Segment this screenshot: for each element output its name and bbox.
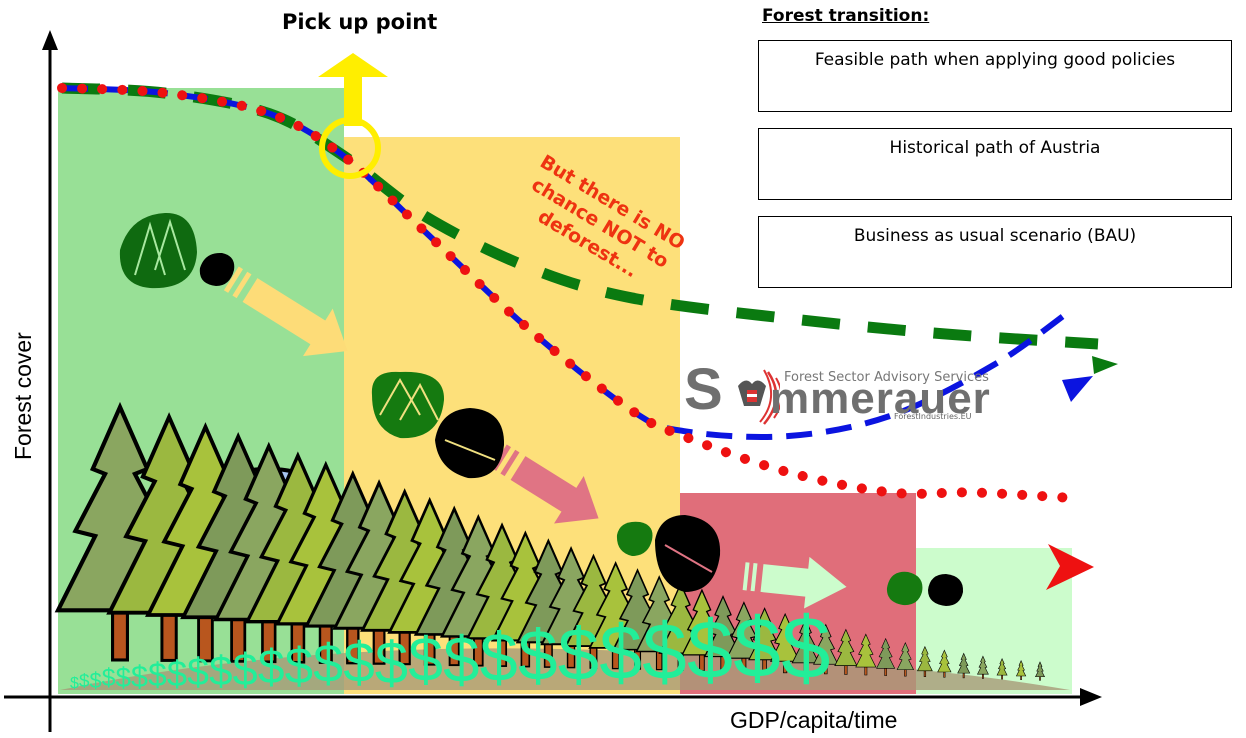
legend-label: Feasible path when applying good policie… — [814, 50, 1176, 70]
tree-icon — [996, 657, 1008, 680]
legend-title: Forest transition: — [762, 6, 930, 26]
forest-icon — [119, 212, 923, 606]
legend-item-austria: Historical path of Austria — [758, 128, 1232, 200]
tree-icon — [957, 652, 971, 679]
dollar-sign: $ — [131, 659, 148, 694]
series-good-policy-arrowhead — [1092, 356, 1118, 374]
logo-tagline: Forest Sector Advisory Services — [784, 370, 989, 385]
x-axis-arrowhead — [1080, 688, 1102, 706]
legend-item-good-policy: Feasible path when applying good policie… — [758, 40, 1232, 112]
legend-item-bau: Business as usual scenario (BAU) — [758, 216, 1232, 288]
tree-icon — [977, 655, 989, 679]
dollar-sign: $ — [517, 616, 558, 696]
x-axis-label: GDP/capita/time — [730, 707, 898, 733]
tree-icon — [681, 588, 723, 672]
tree-icon — [855, 633, 877, 676]
dollar-sign: $ — [115, 662, 131, 694]
logging-icon — [199, 252, 964, 606]
pick-up-point-marker — [318, 53, 388, 179]
legend-label: Business as usual scenario (BAU) — [853, 226, 1137, 246]
dollar-sign: $ — [557, 613, 599, 696]
series-bau-arrowhead — [1046, 544, 1094, 590]
logo-initial: S — [684, 357, 723, 422]
dollar-sign: $ — [101, 665, 116, 693]
logo-name: mmerauer — [770, 374, 991, 423]
dollar-sign: $ — [70, 675, 79, 692]
tree-icon — [748, 607, 782, 673]
dollar-sign: $ — [284, 637, 313, 695]
dollar-sign: $ — [313, 634, 343, 695]
ground-path — [60, 648, 1070, 690]
dollar-sign: $ — [232, 644, 258, 695]
dollar-sign: $ — [781, 597, 831, 697]
dollar-sign: $ — [599, 610, 642, 697]
y-axis-label: Forest cover — [10, 332, 36, 460]
logo-url: ForestIndustries.EU — [894, 412, 972, 421]
arrow-icon — [223, 266, 348, 357]
dollar-sign: $ — [443, 622, 480, 696]
tree-icon — [876, 637, 896, 676]
dollar-sign: $ — [343, 631, 375, 695]
tree-icon — [896, 642, 915, 677]
tree-icon — [703, 594, 743, 672]
dollar-sign: $ — [733, 601, 781, 697]
y-axis-arrowhead — [42, 30, 58, 50]
dollar-sign: $ — [187, 650, 209, 694]
sommerauer-logo: S Forest Sector Advisory Services mmerau… — [684, 357, 990, 428]
dollar-sign: $ — [257, 641, 285, 695]
tree-icon — [937, 649, 952, 678]
series-austria-arrowhead — [1062, 376, 1093, 402]
tree-icon — [1015, 659, 1027, 680]
tree-icon — [813, 623, 839, 675]
forest-trees — [54, 401, 1045, 681]
dollar-sign: $ — [148, 656, 167, 694]
dollar-sign: $ — [374, 628, 408, 696]
tree-icon — [791, 618, 820, 674]
tree-icon — [917, 645, 933, 677]
dollar-sign: $ — [686, 603, 733, 697]
tree-icon — [1035, 661, 1045, 681]
legend-label: Historical path of Austria — [889, 138, 1101, 158]
dollar-sign: $ — [166, 652, 187, 694]
austrian-eagle-icon — [738, 369, 780, 425]
arrow-icon — [742, 556, 847, 609]
dollar-sign: $ — [89, 668, 102, 694]
pick-up-point-label: Pick up point — [282, 10, 438, 34]
tree-icon — [726, 601, 762, 673]
tree-icon — [834, 628, 858, 675]
dollar-sign: $ — [479, 619, 518, 696]
dollar-sign: $ — [209, 646, 233, 694]
tree-icon — [769, 612, 801, 674]
dollar-sign: $ — [78, 671, 90, 693]
dollar-sign: $ — [642, 607, 687, 697]
dollar-sign: $ — [408, 625, 443, 695]
